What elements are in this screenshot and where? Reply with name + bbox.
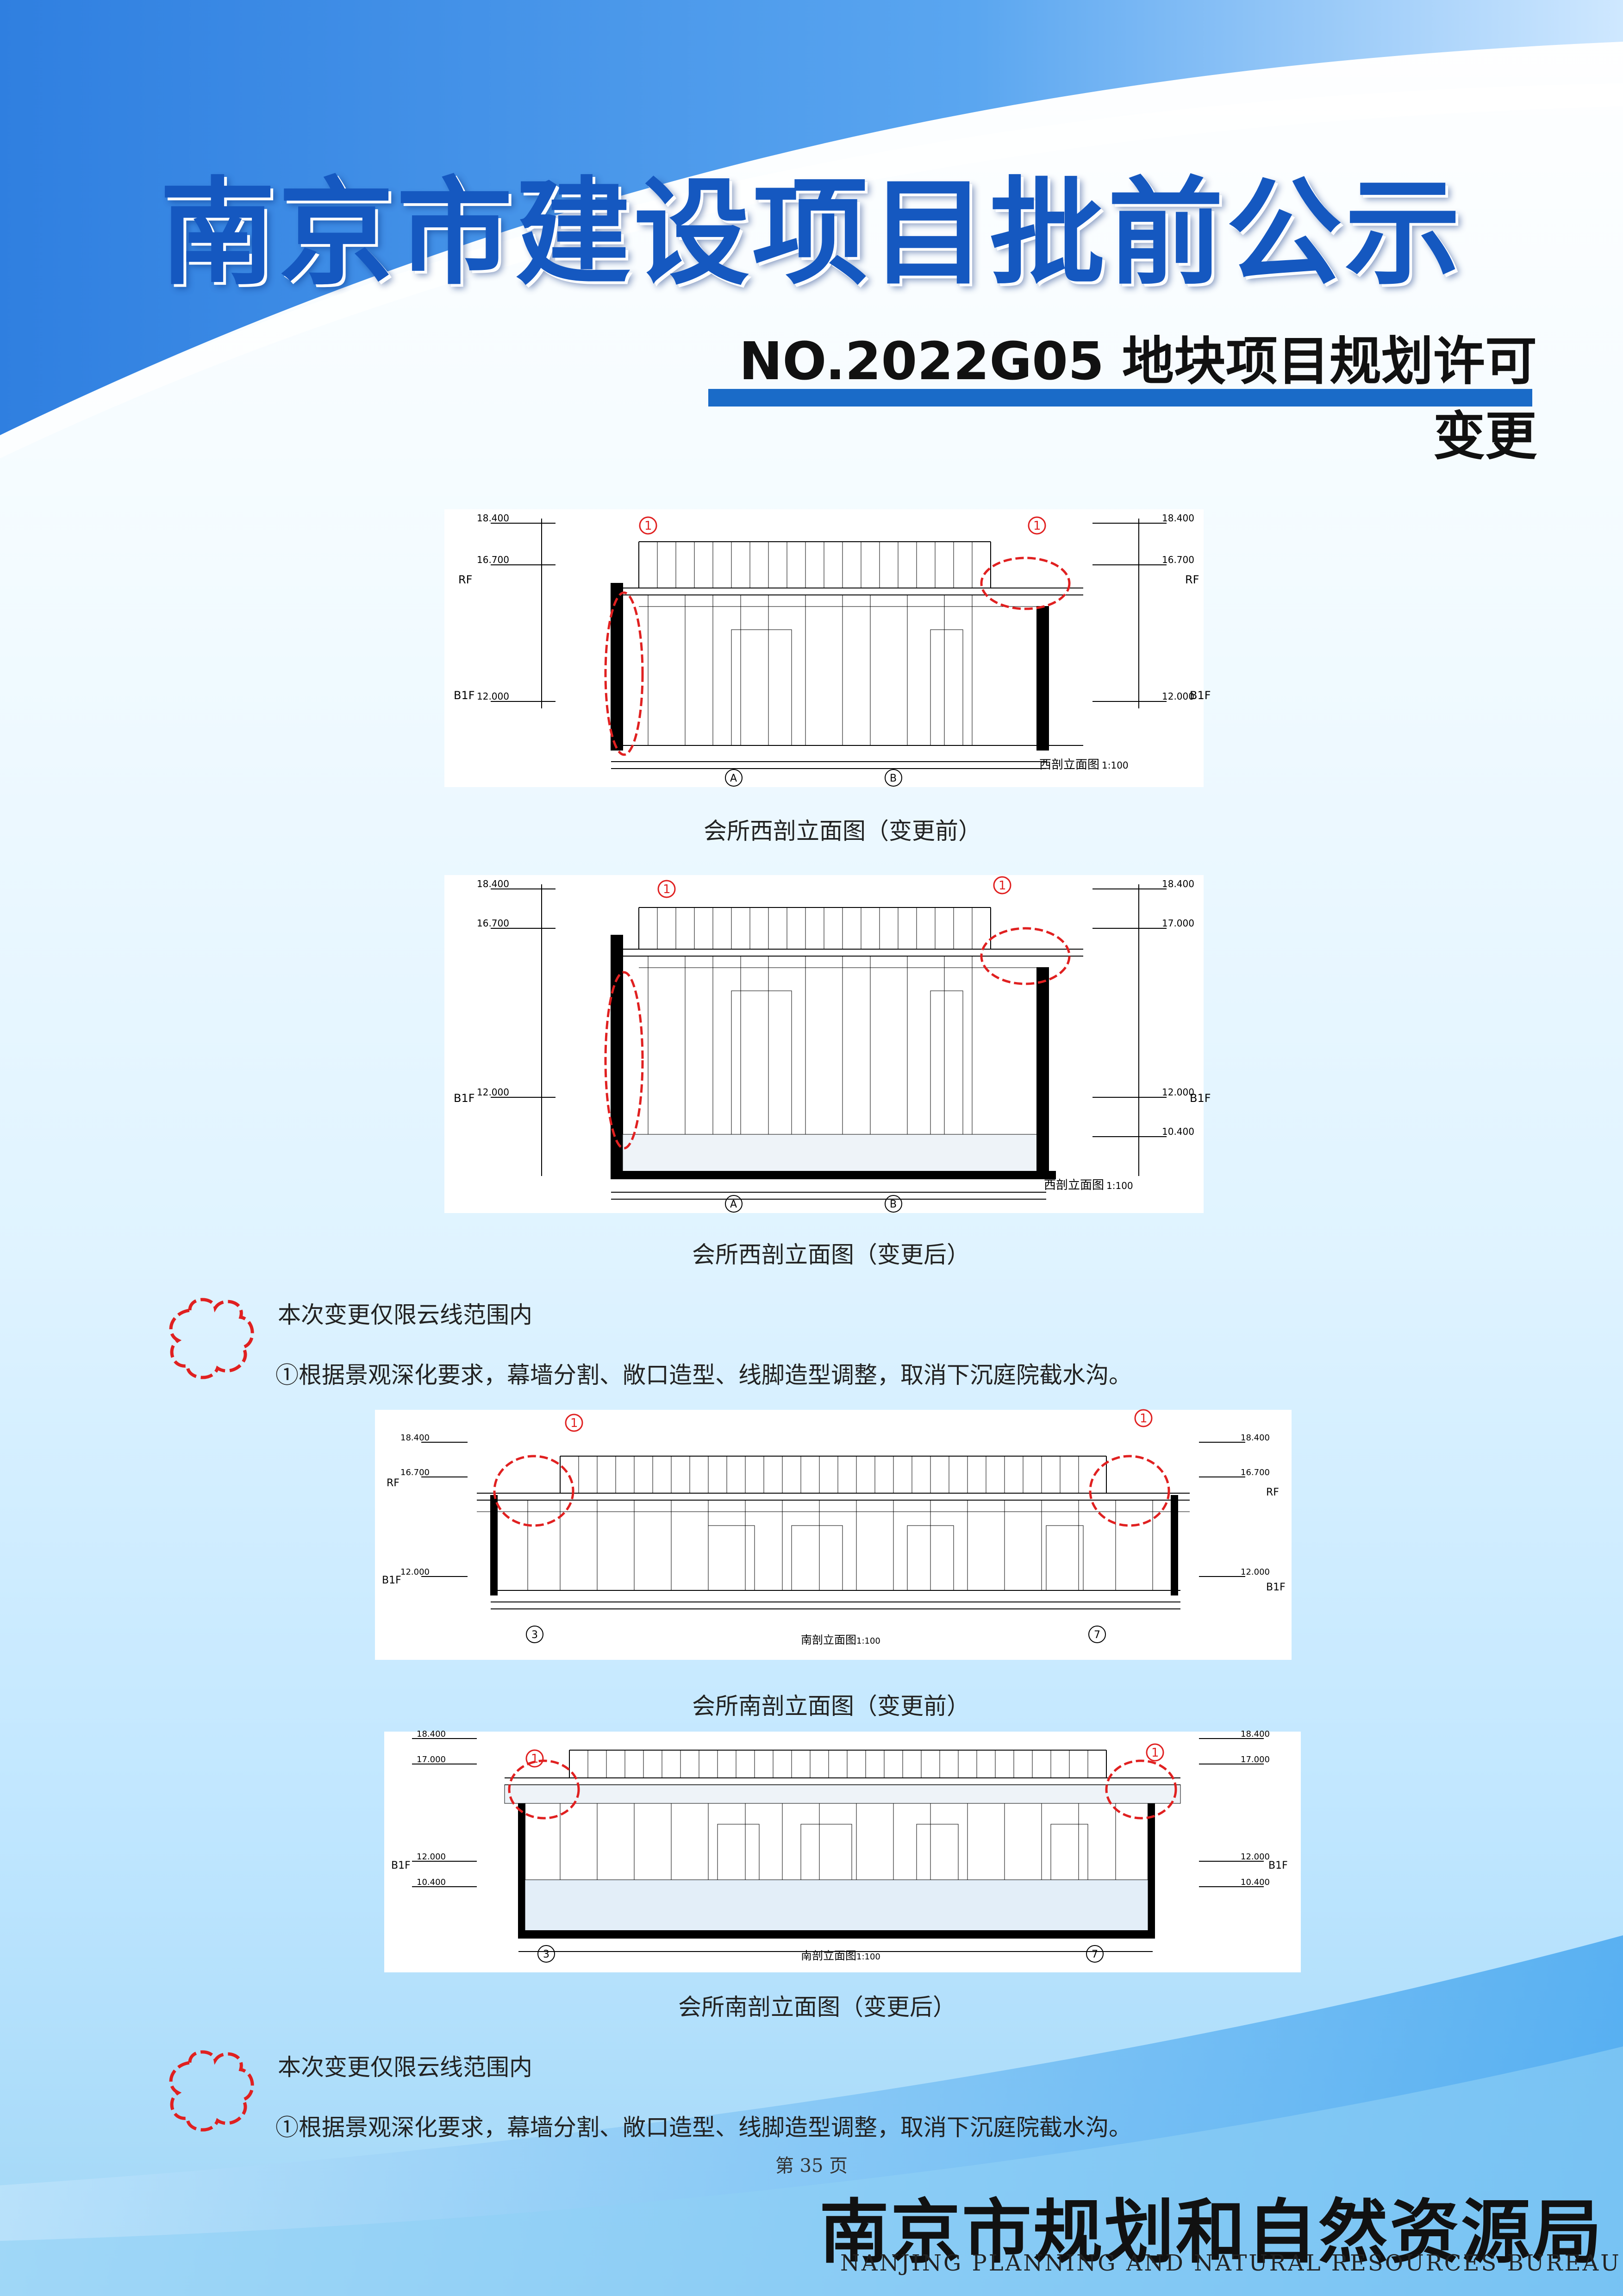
floor-tag: B1F [382, 1575, 401, 1586]
note-scope: 本次变更仅限云线范围内 [278, 2054, 532, 2081]
svg-text:1: 1 [1151, 1746, 1159, 1760]
floor-tag: RF [1185, 573, 1199, 586]
floor-tag: RF [1266, 1487, 1279, 1498]
level-label: 12.000 [477, 1087, 509, 1098]
drawing-title: 南剖立面图 [801, 1949, 856, 1962]
drawing-title: 西剖立面图 [1039, 758, 1099, 772]
svg-text:1: 1 [644, 519, 652, 533]
page-subtitle: NO.2022G05 地块项目规划许可变更 [739, 332, 1537, 467]
elevation-drawing-west-after: 1 1 18.400 16.700 12.000 18.400 17.000 1… [444, 875, 1211, 1213]
floor-tag: B1F [454, 1092, 475, 1105]
level-label: 17.000 [417, 1755, 446, 1764]
drawing-title: 西剖立面图 [1044, 1178, 1104, 1192]
level-label: 17.000 [1162, 918, 1194, 929]
svg-text:1: 1 [1033, 519, 1041, 533]
axis-label: A [730, 1199, 737, 1210]
svg-text:1: 1 [1140, 1412, 1148, 1426]
floor-tag: B1F [391, 1860, 411, 1871]
floor-tag: RF [387, 1477, 400, 1489]
level-label: 16.700 [477, 554, 509, 565]
axis-label: 7 [1094, 1629, 1100, 1641]
note-detail: ①根据景观深化要求，幕墙分割、敞口造型、线脚造型调整，取消下沉庭院截水沟。 [275, 2114, 1132, 2141]
svg-text:1: 1 [531, 1752, 539, 1766]
level-label: 18.400 [1241, 1433, 1270, 1443]
axis-label: A [730, 773, 737, 784]
note-detail: ①根据景观深化要求，幕墙分割、敞口造型、线脚造型调整，取消下沉庭院截水沟。 [275, 1362, 1132, 1389]
drawing-caption: 会所南剖立面图（变更后） [678, 1994, 956, 2021]
level-label: 10.400 [417, 1877, 446, 1887]
page-number: 第 35 页 [775, 2155, 848, 2177]
page-title: 南京市建设项目批前公示 [160, 164, 1463, 300]
axis-label: 3 [543, 1949, 549, 1960]
level-label: 16.700 [400, 1468, 430, 1477]
level-label: 10.400 [1241, 1877, 1270, 1887]
level-label: 12.000 [1241, 1852, 1270, 1862]
note-scope: 本次变更仅限云线范围内 [278, 1301, 532, 1328]
subtitle-underline [708, 389, 1532, 407]
level-label: 18.400 [1162, 513, 1194, 524]
floor-tag: RF [458, 573, 472, 586]
drawing-caption: 会所西剖立面图（变更后） [692, 1241, 970, 1268]
axis-label: 7 [1092, 1949, 1098, 1960]
level-label: 12.000 [477, 691, 509, 702]
floor-tag: B1F [454, 689, 475, 702]
elevation-drawing-west-before: 1 1 18.400 16.700 12.000 18.400 16.700 1… [444, 509, 1211, 787]
drawing-title: 南剖立面图 [801, 1633, 856, 1646]
level-label: 12.000 [1162, 691, 1194, 702]
svg-text:1: 1 [663, 882, 671, 896]
level-label: 18.400 [417, 1729, 446, 1739]
drawing-caption: 会所南剖立面图（变更前） [692, 1693, 970, 1720]
floor-tag: B1F [1268, 1860, 1288, 1871]
level-label: 16.700 [1241, 1468, 1270, 1477]
revision-cloud-icon [169, 2050, 254, 2132]
level-label: 16.700 [477, 918, 509, 929]
floor-tag: B1F [1190, 689, 1211, 702]
level-label: 18.400 [477, 513, 509, 524]
level-label: 18.400 [1241, 1729, 1270, 1739]
level-label: 16.700 [1162, 554, 1194, 565]
level-label: 12.000 [417, 1852, 446, 1862]
svg-text:1: 1 [570, 1416, 578, 1430]
elevation-drawing-south-after: 1 1 18.400 17.000 12.000 10.400 18.400 1… [384, 1729, 1301, 1972]
level-label: 12.000 [1162, 1087, 1194, 1098]
bureau-name-english: NANJING PLANNING AND NATURAL RESOURCES B… [840, 2250, 1621, 2276]
axis-label: B [890, 773, 897, 784]
axis-label: 3 [531, 1629, 538, 1641]
level-label: 12.000 [1241, 1567, 1270, 1577]
bureau-name: 南京市规划和自然资源局 [819, 2191, 1604, 2273]
level-label: 18.400 [1162, 878, 1194, 889]
svg-text:1: 1 [999, 879, 1006, 893]
drawing-scale: 1:100 [1102, 760, 1129, 771]
floor-tag: B1F [1190, 1092, 1211, 1105]
level-label: 10.400 [1162, 1126, 1194, 1137]
revision-cloud-icon [169, 1298, 254, 1379]
drawing-scale: 1:100 [856, 1636, 880, 1646]
level-label: 18.400 [477, 878, 509, 889]
drawing-caption: 会所西剖立面图（变更前） [704, 818, 981, 845]
elevation-drawing-south-before: 1 1 18.400 16.700 12.000 18.400 16.700 1… [375, 1409, 1292, 1660]
level-label: 17.000 [1241, 1755, 1270, 1764]
drawing-scale: 1:100 [1106, 1180, 1133, 1191]
axis-label: B [890, 1199, 897, 1210]
drawing-scale: 1:100 [856, 1952, 880, 1962]
floor-tag: B1F [1266, 1582, 1286, 1593]
level-label: 12.000 [400, 1567, 430, 1577]
level-label: 18.400 [400, 1433, 430, 1443]
